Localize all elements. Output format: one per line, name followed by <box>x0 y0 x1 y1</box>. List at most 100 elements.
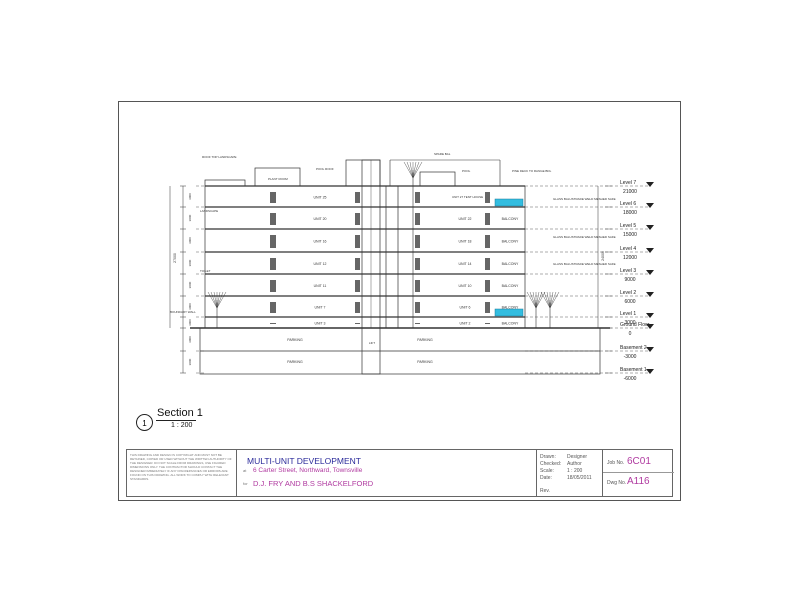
right-height-dimension: 24000 <box>601 251 605 261</box>
disclaimer-cell: THIS DRAWING AND DESIGN IS COPYRIGHT AND… <box>127 450 237 496</box>
level-marker-icon <box>646 347 654 352</box>
tree-branch <box>549 291 557 309</box>
level-name: Level 5 <box>620 223 636 229</box>
tree-branch <box>540 291 551 309</box>
unit-label-left: UNIT 11 <box>314 284 327 288</box>
drawn-label: Drawn: <box>540 454 556 460</box>
level-marker-icon <box>646 369 654 374</box>
balcony-label: BALCONY <box>502 322 519 326</box>
level-marker-icon <box>646 270 654 275</box>
overall-height-dimension: 27000 <box>173 253 177 263</box>
unit-label-right: UNIT 22 <box>459 217 472 221</box>
level-name: Level 7 <box>620 180 636 186</box>
window-opening <box>355 192 360 203</box>
project-cell: MULTI-UNIT DEVELOPMENT at 6 Carter Stree… <box>237 450 537 496</box>
window-opening <box>270 258 276 270</box>
dimension-text: 3000 <box>188 336 192 343</box>
date-value: 18/05/2011 <box>567 475 592 481</box>
drawing-details-cell: Drawn: Designer Checked: Author Scale: 1… <box>537 450 603 496</box>
level-name: Level 3 <box>620 268 636 274</box>
level-marker-icon <box>646 292 654 297</box>
unit-label-left: UNIT 12 <box>314 262 327 266</box>
tree-branch <box>543 291 551 309</box>
unit-label-left: UNIT 3 <box>314 322 325 326</box>
job-cell-divider <box>603 472 674 473</box>
job-number-label: Job No. <box>607 460 625 466</box>
stair-core <box>385 185 399 329</box>
project-name: MULTI-UNIT DEVELOPMENT <box>247 456 361 466</box>
tree-branch <box>409 161 414 179</box>
window-opening <box>270 192 276 203</box>
checked-label: Checked: <box>540 461 562 467</box>
section-title-underline <box>156 420 196 421</box>
level-rl: 0 <box>629 331 632 337</box>
window-opening <box>485 323 490 324</box>
window-opening <box>415 213 420 225</box>
window-opening <box>270 235 276 248</box>
level-marker-icon <box>646 248 654 253</box>
window-opening <box>485 258 490 270</box>
rev-label: Rev. <box>540 488 550 494</box>
level-name: Ground Floor <box>620 322 650 328</box>
job-number: 6C01 <box>627 456 651 467</box>
parking-label-upper: PARKING <box>417 338 433 342</box>
dimension-text: 3000 <box>188 237 192 244</box>
plant-room-structure <box>254 167 301 187</box>
level-rl: -6000 <box>624 376 637 382</box>
pine-deck-annotation: PINE DECK TO RANGE BDL <box>512 169 552 173</box>
tree-branch <box>403 161 414 179</box>
level-rl: 9000 <box>624 277 635 283</box>
tree-branch <box>412 161 417 179</box>
project-address: 6 Carter Street, Northward, Townsville <box>253 467 363 474</box>
window-opening <box>270 280 276 292</box>
window-opening <box>355 213 360 225</box>
window-opening <box>355 258 360 270</box>
dimension-text: 3000 <box>188 259 192 266</box>
level-name: Basement 2 <box>620 345 647 351</box>
window-opening <box>485 235 490 248</box>
dimension-text: 3000 <box>188 193 192 200</box>
roof-top-annotation: ROOF TOP LANDSCAPE <box>202 155 237 159</box>
pool-structure <box>419 171 456 187</box>
glass-balustrade <box>494 198 524 207</box>
window-opening <box>355 280 360 292</box>
glass-balustrade-annotation: GLASS BALUSTRADE WELD MESHED SAFE <box>553 235 616 239</box>
balcony-label: BALCONY <box>502 284 519 288</box>
tree-branch <box>532 291 537 309</box>
level-name: Basement 1 <box>620 367 647 373</box>
tree-branch <box>412 161 420 179</box>
level-name: Level 2 <box>620 290 636 296</box>
balcony-label: BALCONY <box>502 262 519 266</box>
balcony-label: BALCONY <box>502 240 519 244</box>
tree-branch <box>535 291 540 309</box>
level-rl: 18000 <box>623 210 637 216</box>
tree-branch <box>213 291 218 309</box>
unit-label-left: UNIT 25 <box>314 196 327 200</box>
address-label: at <box>243 468 247 473</box>
section-title: Section 1 <box>157 407 203 419</box>
window-opening <box>415 302 420 313</box>
level-rl: 6000 <box>624 299 635 305</box>
parking-label-lower: PARKING <box>287 360 303 364</box>
tree-branch <box>549 291 560 309</box>
landscape-annotation: LANDSCAPE <box>200 209 218 213</box>
level-rl: 15000 <box>623 232 637 238</box>
glass-balustrade-annotation: GLASS BALUSTRADE WELD MESHED SAFE <box>553 197 616 201</box>
section-scale: 1 : 200 <box>171 422 193 429</box>
drawing-number-label: Dwg No. <box>607 480 627 486</box>
parking-label-lower: PARKING <box>417 360 433 364</box>
tree-branch <box>216 291 221 309</box>
level-rl: -3000 <box>624 354 637 360</box>
window-opening <box>415 192 420 203</box>
window-opening <box>270 302 276 313</box>
disclaimer-text: THIS DRAWING AND DESIGN IS COPYRIGHT AND… <box>130 453 232 481</box>
window-opening <box>485 280 490 292</box>
dimension-text: 3000 <box>188 214 192 221</box>
tree-branch <box>210 291 218 309</box>
balcony-label: BALCONY <box>502 217 519 221</box>
plant-room-annotation: PLANT ROOM <box>268 177 288 181</box>
pool-roof-structure <box>345 159 381 187</box>
unit-label-right: UNIT 18 <box>459 240 472 244</box>
window-opening <box>415 258 420 270</box>
window-opening <box>270 213 276 225</box>
